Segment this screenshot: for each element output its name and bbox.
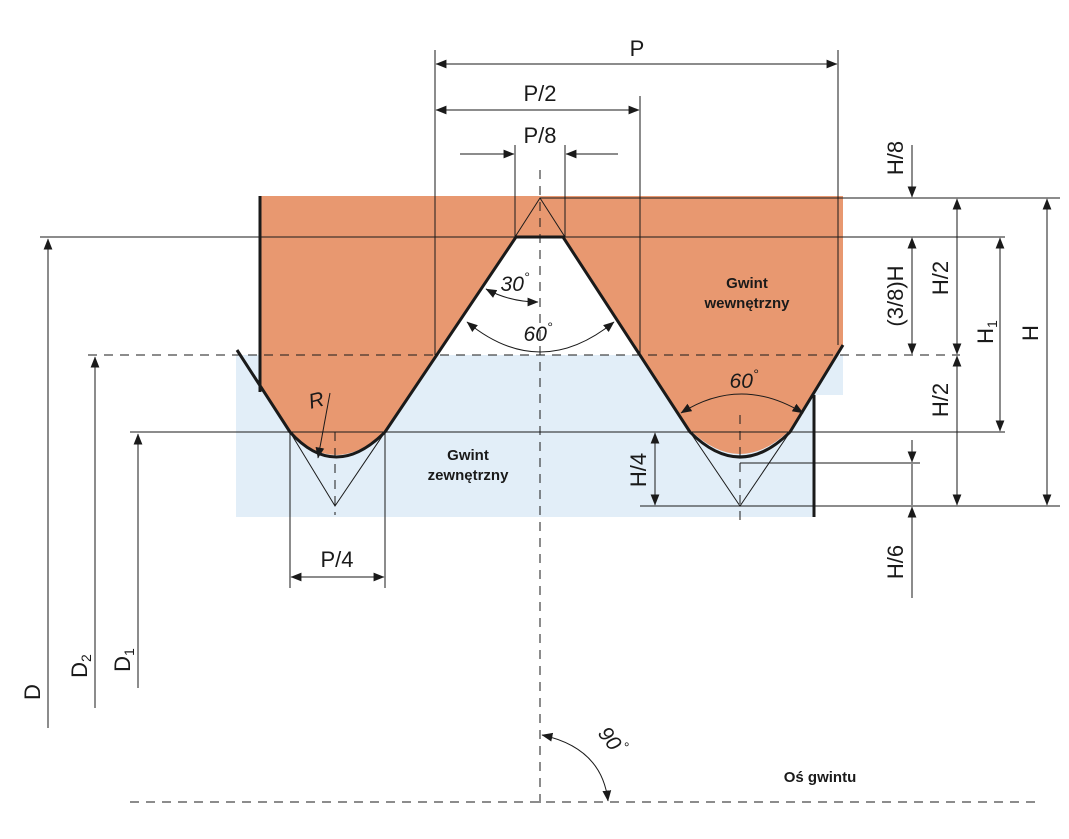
angle-60-center-label: 60° xyxy=(524,319,553,346)
dim-p-label: P xyxy=(630,36,645,61)
dim-h-half-upper-label: H/2 xyxy=(928,261,953,295)
thread-axis-label: Oś gwintu xyxy=(784,769,857,786)
dim-p-quarter-label: P/4 xyxy=(320,547,353,572)
root-triangle-left xyxy=(289,431,386,507)
angle-60-right-label: 60° xyxy=(730,366,759,393)
radius-leader xyxy=(315,392,331,459)
dim-h-three-eighths-label: (3/8)H xyxy=(883,265,908,326)
angle-60-right-arc xyxy=(680,393,804,414)
dim-h1-label: H1 xyxy=(973,320,1000,344)
angle-60-center-arc xyxy=(466,321,615,353)
dim-h-sixth-label: H/6 xyxy=(883,545,908,579)
root-triangle-right xyxy=(689,431,791,507)
crest-triangle xyxy=(514,197,566,238)
angle-90-arc xyxy=(541,732,612,802)
dim-d2-label: D2 xyxy=(67,654,94,678)
external-thread-label-2: zewnętrzny xyxy=(428,467,510,484)
radius-label: R xyxy=(306,388,326,414)
dim-d-label: D xyxy=(20,684,45,700)
dim-p-half-label: P/2 xyxy=(523,81,556,106)
angle-30-label: 30° xyxy=(501,269,530,296)
angle-30-arc xyxy=(485,288,539,307)
dim-d1-label: D1 xyxy=(110,648,137,672)
dim-p-eighth-label: P/8 xyxy=(523,123,556,148)
angle-90-label: 90° xyxy=(593,720,632,760)
dim-h-half-lower-label: H/2 xyxy=(928,383,953,417)
internal-thread-label: Gwint xyxy=(726,275,768,292)
dim-h-eighth-label: H/8 xyxy=(883,141,908,175)
internal-thread-label-2: wewnętrzny xyxy=(703,295,790,312)
dim-h-label: H xyxy=(1018,325,1043,341)
dim-h-quarter-label: H/4 xyxy=(626,453,651,487)
external-thread-label: Gwint xyxy=(447,447,489,464)
internal-thread-region xyxy=(260,196,843,455)
